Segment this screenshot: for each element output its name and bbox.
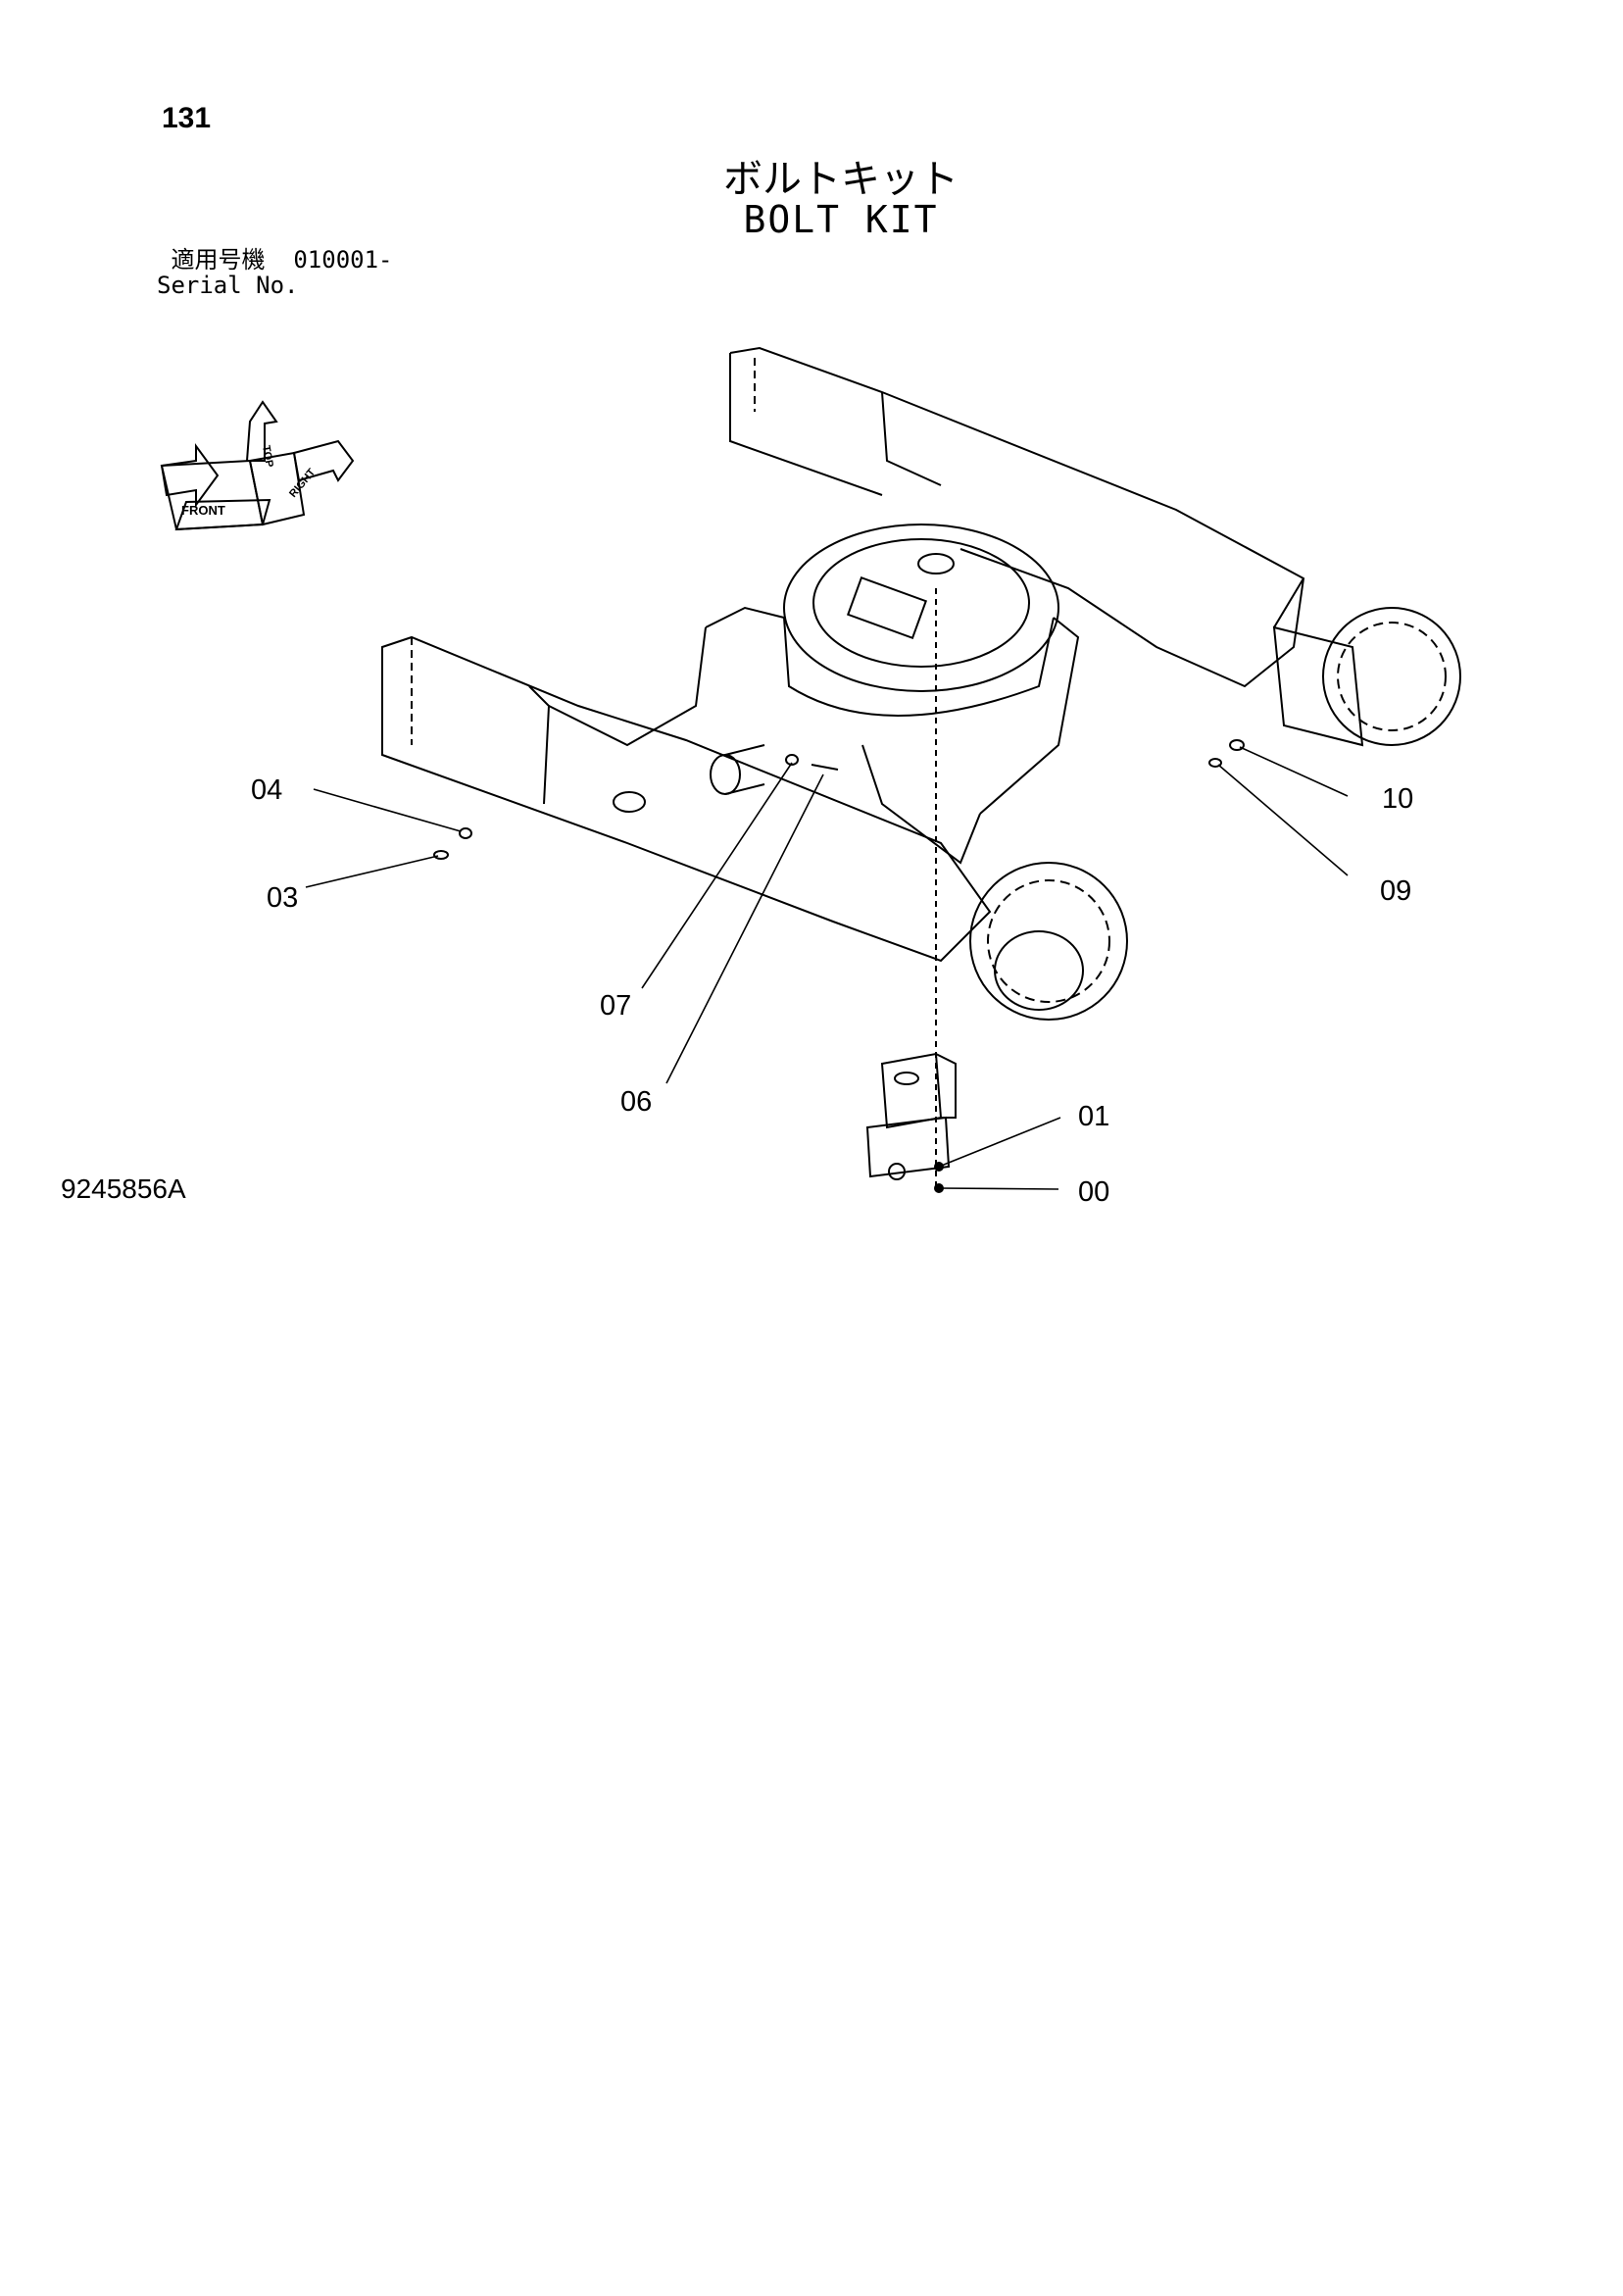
serial-block: 適用号機 010001- Serial No. — [157, 247, 393, 298]
leader-04 — [313, 788, 462, 832]
leader-lines — [305, 746, 1349, 1190]
orientation-top-label: TOP — [260, 444, 275, 468]
orientation-cube-icon: FRONT TOP RIGHT — [160, 400, 355, 531]
serial-label-jp: 適用号機 — [171, 246, 266, 274]
callout-03: 03 — [267, 882, 298, 914]
callout-09: 09 — [1380, 875, 1411, 907]
leader-03 — [305, 855, 439, 888]
serial-value: 010001- — [293, 246, 393, 274]
page-number: 131 — [162, 102, 212, 134]
document-code: 9245856A — [61, 1173, 186, 1204]
callout-01: 01 — [1078, 1101, 1109, 1132]
callout-labels: 04 03 07 06 10 09 01 00 — [251, 774, 1413, 1208]
callout-06: 06 — [620, 1086, 652, 1118]
leader-10 — [1239, 746, 1349, 797]
leader-06 — [665, 774, 824, 1084]
undercarriage-frame-drawing — [381, 346, 1461, 1186]
title-english: BOLT KIT — [743, 198, 939, 241]
callout-00: 00 — [1078, 1176, 1109, 1208]
callout-04: 04 — [251, 774, 282, 806]
leader-01 — [938, 1117, 1061, 1168]
leader-07 — [641, 762, 793, 989]
leader-09 — [1217, 764, 1349, 876]
callout-10: 10 — [1382, 783, 1413, 815]
leader-00 — [938, 1187, 1059, 1190]
title-japanese: ボルトキット — [723, 157, 959, 202]
orientation-front-label: FRONT — [181, 503, 225, 518]
serial-label-en: Serial No. — [157, 272, 299, 299]
callout-07: 07 — [600, 990, 631, 1022]
orientation-right-label: RIGHT — [287, 467, 318, 500]
